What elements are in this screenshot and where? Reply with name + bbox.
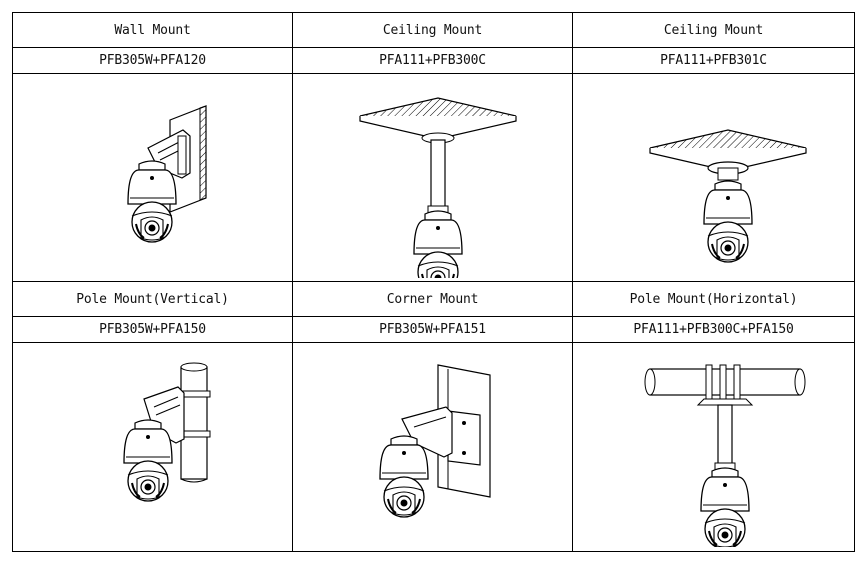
- mount-model-cell: PFB305W+PFA151: [292, 316, 573, 343]
- mount-illustration-cell: [572, 73, 855, 282]
- mount-illustration-row: [12, 73, 855, 282]
- mount-name-cell: Wall Mount: [12, 12, 293, 48]
- mount-name-cell: Ceiling Mount: [572, 12, 855, 48]
- mount-model-row: PFB305W+PFA120 PFA111+PFB300C PFA111+PFB…: [12, 47, 855, 74]
- ceiling-flush-mount-camera-icon: [648, 128, 807, 263]
- mount-illustration-cell: [292, 73, 573, 282]
- ceiling-pendant-mount-camera-icon: [358, 96, 517, 278]
- mount-illustration-row: [12, 342, 855, 552]
- mount-model-row: PFB305W+PFA150 PFB305W+PFA151 PFA111+PFB…: [12, 316, 855, 343]
- mount-illustration-cell: [572, 342, 855, 552]
- mount-name-row: Pole Mount(Vertical) Corner Mount Pole M…: [12, 281, 855, 317]
- mount-model-cell: PFA111+PFB300C: [292, 47, 573, 74]
- mount-options-table: Wall Mount Ceiling Mount Ceiling Mount P…: [12, 12, 855, 552]
- mount-model-cell: PFB305W+PFA150: [12, 316, 293, 343]
- mount-model-cell: PFB305W+PFA120: [12, 47, 293, 74]
- mount-name-cell: Pole Mount(Horizontal): [572, 281, 855, 317]
- wall-mount-camera-icon: [126, 104, 207, 243]
- mount-model-cell: PFA111+PFB300C+PFA150: [572, 316, 855, 343]
- mount-name-row: Wall Mount Ceiling Mount Ceiling Mount: [12, 12, 855, 48]
- mount-model-cell: PFA111+PFB301C: [572, 47, 855, 74]
- horizontal-pole-mount-camera-icon: [644, 364, 805, 547]
- mount-illustration-cell: [12, 73, 293, 282]
- corner-mount-camera-icon: [378, 364, 491, 518]
- mount-name-cell: Corner Mount: [292, 281, 573, 317]
- vertical-pole-mount-camera-icon: [122, 362, 210, 502]
- mount-illustration-cell: [12, 342, 293, 552]
- mount-illustration-cell: [292, 342, 573, 552]
- mount-name-cell: Ceiling Mount: [292, 12, 573, 48]
- mount-name-cell: Pole Mount(Vertical): [12, 281, 293, 317]
